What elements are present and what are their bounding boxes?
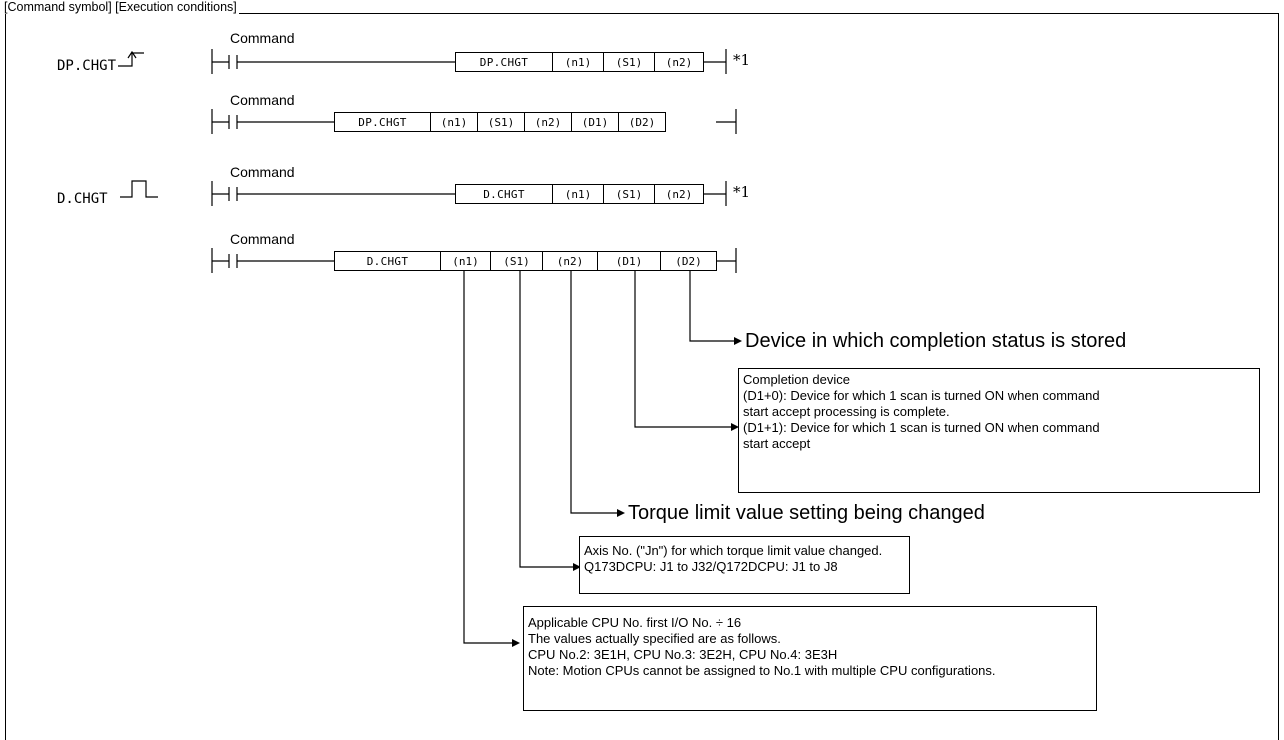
- row-end-spacer: [665, 112, 717, 132]
- s1-description-line: Q173DCPU: J1 to J32/Q172DCPU: J1 to J8: [584, 559, 838, 574]
- d1-description-line: (D1+0): Device for which 1 scan is turne…: [743, 388, 1100, 403]
- n1-description-box: Applicable CPU No. first I/O No. ÷ 16 Th…: [523, 606, 1097, 711]
- argument-cell-s1: (S1): [477, 112, 525, 132]
- n1-description-line: Applicable CPU No. first I/O No. ÷ 16: [528, 615, 742, 630]
- rising-edge-icon: [118, 50, 144, 67]
- argument-cell-d2: (D2): [660, 251, 717, 271]
- instruction-cell: DP.CHGT: [334, 112, 431, 132]
- footnote-marker: *1: [733, 51, 751, 69]
- command-symbol-dchgt: D.CHGT: [57, 191, 108, 207]
- n1-description-line: The values actually specified are as fol…: [528, 631, 781, 646]
- argument-cell-n1: (n1): [430, 112, 478, 132]
- argument-cell-n2: (n2): [654, 52, 704, 72]
- header-title: [Command symbol] [Execution conditions]: [4, 0, 239, 14]
- s1-description-box: Axis No. ("Jn") for which torque limit v…: [579, 536, 910, 594]
- contact-label: Command: [230, 164, 295, 180]
- argument-cell-d1: (D1): [571, 112, 619, 132]
- d1-description-line: start accept processing is complete.: [743, 404, 950, 419]
- instruction-cell: D.CHGT: [455, 184, 553, 204]
- argument-cell-s1: (S1): [603, 184, 655, 204]
- s1-description-line: Axis No. ("Jn") for which torque limit v…: [584, 543, 883, 558]
- n1-description-line: Note: Motion CPUs cannot be assigned to …: [528, 663, 996, 678]
- d1-description-line: (D1+1): Device for which 1 scan is turne…: [743, 420, 1100, 435]
- d1-description-line: Completion device: [743, 372, 850, 387]
- contact-label: Command: [230, 92, 295, 108]
- d1-description-box: Completion device (D1+0): Device for whi…: [738, 368, 1260, 493]
- argument-cell-s1: (S1): [603, 52, 655, 72]
- argument-cell-d2: (D2): [618, 112, 666, 132]
- command-symbol-dpchgt: DP.CHGT: [57, 58, 117, 74]
- contact-label: Command: [230, 231, 295, 247]
- argument-cell-n2: (n2): [654, 184, 704, 204]
- d2-description: Device in which completion status is sto…: [745, 330, 1127, 352]
- diagram-frame: [5, 13, 1279, 740]
- argument-cell-s1: (S1): [490, 251, 543, 271]
- argument-cell-n2: (n2): [524, 112, 572, 132]
- argument-cell-n1: (n1): [440, 251, 491, 271]
- argument-cell-n2: (n2): [542, 251, 598, 271]
- d1-description-line: start accept: [743, 436, 811, 451]
- argument-cell-n1: (n1): [552, 184, 604, 204]
- n1-description-line: CPU No.2: 3E1H, CPU No.3: 3E2H, CPU No.4…: [528, 647, 838, 662]
- contact-label: Command: [230, 30, 295, 46]
- argument-cell-d1: (D1): [597, 251, 661, 271]
- instruction-cell: DP.CHGT: [455, 52, 553, 72]
- instruction-cell: D.CHGT: [334, 251, 441, 271]
- pulse-icon: [120, 180, 158, 198]
- argument-cell-n1: (n1): [552, 52, 604, 72]
- n2-description: Torque limit value setting being changed: [628, 502, 985, 524]
- footnote-marker: *1: [733, 183, 751, 201]
